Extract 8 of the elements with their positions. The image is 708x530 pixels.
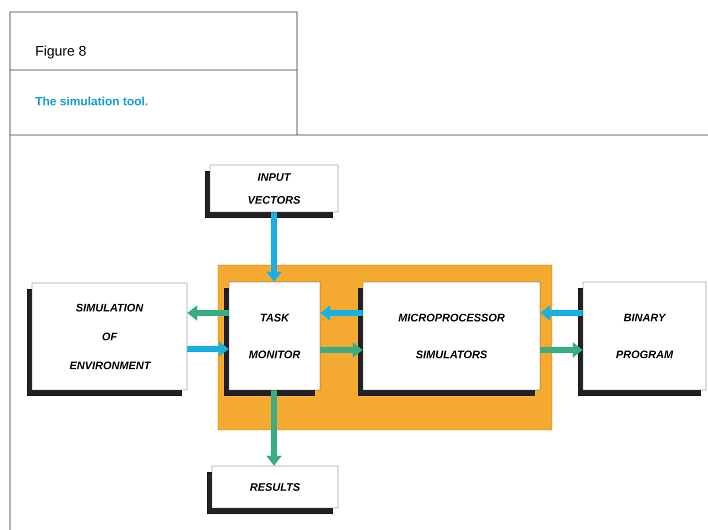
process-box: MICROPROCESSOR SIMULATORS <box>358 282 540 396</box>
process-box: RESULTS <box>207 466 338 514</box>
process-box: SIMULATION OF ENVIRONMENT <box>27 282 188 396</box>
process-box: TASK MONITOR <box>224 282 320 396</box>
process-box: INPUT VECTORS <box>205 164 338 218</box>
caption: The simulation tool. <box>35 96 148 106</box>
figure-title: Figure 8 <box>36 46 86 58</box>
process-box: BINARY PROGRAM <box>578 282 706 396</box>
